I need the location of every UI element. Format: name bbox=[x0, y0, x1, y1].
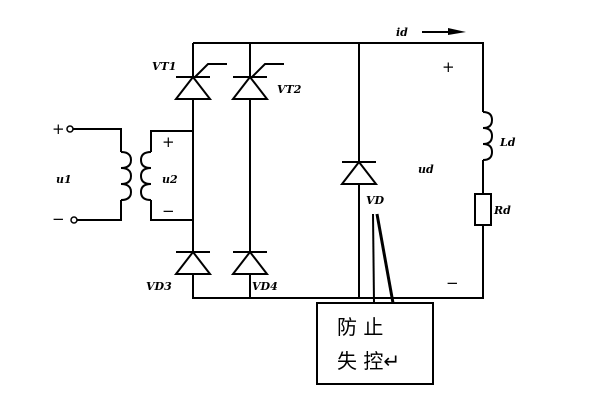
current-arrow-head bbox=[448, 28, 466, 35]
load-current: id bbox=[396, 26, 466, 39]
callout-pointer-thin bbox=[372, 213, 375, 304]
resistor-label: Rd bbox=[493, 204, 511, 217]
bridge-wires bbox=[192, 42, 484, 299]
vd-label: VD bbox=[366, 194, 385, 207]
primary-bottom-wire bbox=[77, 200, 122, 221]
vt1-gate bbox=[194, 63, 227, 78]
callout-line-1: 防 止 bbox=[337, 315, 383, 339]
vt2-gate bbox=[251, 63, 284, 78]
callout: 防 止 失 控↵ bbox=[316, 213, 434, 385]
secondary-plus-sign: + bbox=[162, 133, 175, 151]
primary-coil bbox=[120, 151, 133, 201]
secondary-voltage-label: u2 bbox=[162, 173, 178, 186]
vt2-label: VT2 bbox=[277, 83, 302, 96]
secondary-minus-sign: − bbox=[162, 202, 175, 220]
inductor-label: Ld bbox=[499, 136, 516, 149]
inductor-ld bbox=[482, 111, 494, 161]
input-minus-sign: − bbox=[52, 210, 65, 228]
input-terminal-minus bbox=[70, 216, 78, 224]
input-plus-sign: + bbox=[52, 120, 65, 138]
vd3-label: VD3 bbox=[146, 280, 172, 293]
callout-line-2: 失 控↵ bbox=[337, 349, 400, 373]
secondary-top-wire bbox=[150, 130, 193, 152]
load-minus-sign: − bbox=[446, 274, 459, 292]
left-column-and-bottom-bus bbox=[192, 43, 484, 299]
input-voltage-label: u1 bbox=[56, 173, 72, 186]
top-bus bbox=[193, 42, 484, 112]
load-current-label: id bbox=[396, 26, 408, 39]
secondary-bottom-wire bbox=[150, 200, 193, 221]
resistor-rd bbox=[474, 193, 492, 226]
diode-vd4: VD4 bbox=[230, 250, 278, 293]
input-terminals: + − u1 bbox=[52, 120, 122, 228]
secondary-coil bbox=[139, 151, 152, 201]
thyristor-vt1: VT1 bbox=[152, 60, 227, 100]
callout-box bbox=[316, 302, 434, 385]
thyristor-vt2: VT2 bbox=[230, 63, 302, 100]
load-plus-sign: + bbox=[442, 58, 455, 76]
load-voltage-label: ud bbox=[418, 163, 434, 176]
callout-pointer-thick bbox=[375, 213, 395, 304]
load: + Ld Rd ud − bbox=[418, 58, 516, 292]
diode-vd3: VD3 bbox=[146, 250, 213, 293]
primary-top-wire bbox=[73, 128, 122, 152]
transformer: + − u2 bbox=[120, 130, 193, 221]
freewheel-diode-vd: VD bbox=[339, 160, 385, 207]
vt1-label: VT1 bbox=[152, 60, 176, 73]
vd4-label: VD4 bbox=[252, 280, 278, 293]
input-terminal-plus bbox=[66, 125, 74, 133]
